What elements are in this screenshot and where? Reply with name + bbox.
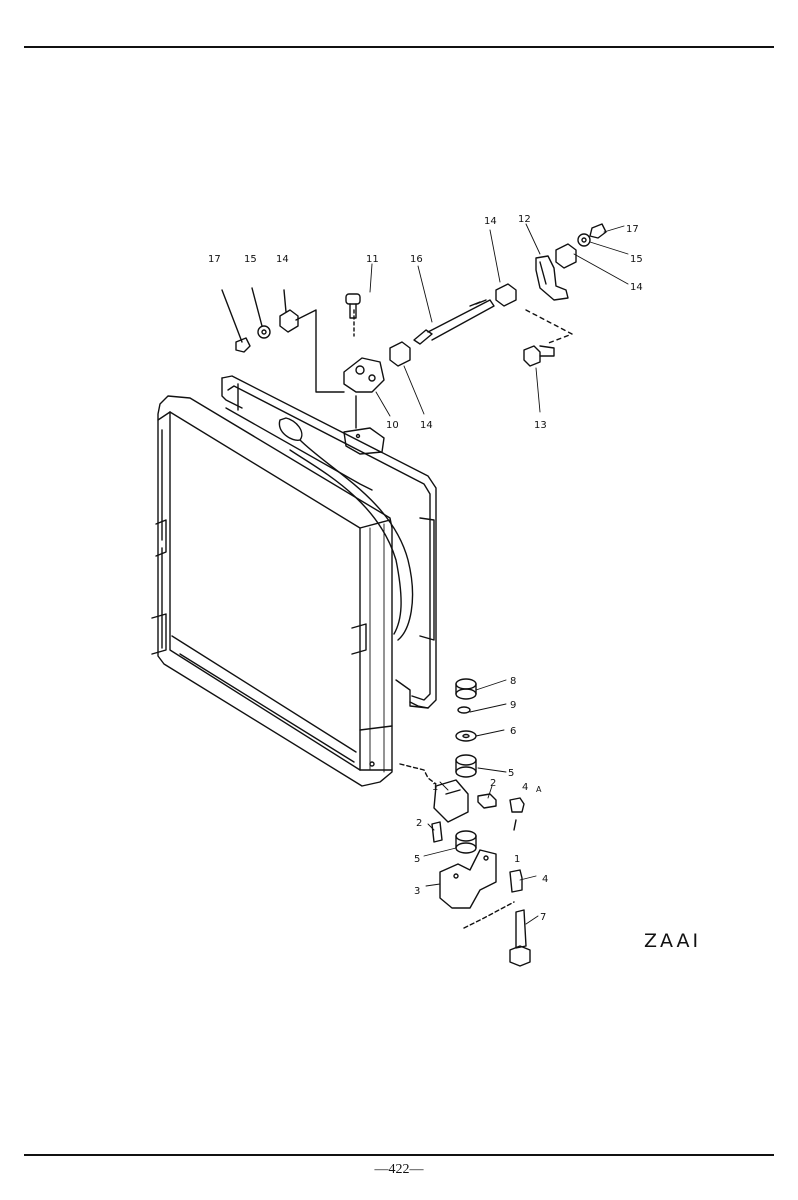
radiator-core bbox=[151, 395, 393, 787]
callout-leaders bbox=[369, 223, 629, 925]
leader-left bbox=[295, 309, 345, 393]
bolt-11 bbox=[345, 293, 361, 319]
callout-17-right: 17 bbox=[626, 224, 639, 235]
collar-14-mid bbox=[389, 283, 517, 367]
callout-labels: 17 15 14 11 16 14 12 17 15 14 10 14 13 8… bbox=[208, 214, 643, 923]
bolt-13 bbox=[523, 345, 555, 367]
left-fastener-group bbox=[221, 287, 299, 353]
callout-14-top: 14 bbox=[484, 216, 497, 227]
callout-14-right: 14 bbox=[630, 282, 643, 293]
callout-6: 6 bbox=[510, 726, 516, 737]
header-rule bbox=[24, 46, 774, 48]
callout-1-lower: 1 bbox=[514, 854, 520, 865]
callout-1-upper: 1 bbox=[432, 782, 438, 793]
callout-5-lower: 5 bbox=[414, 854, 420, 865]
callout-3: 3 bbox=[414, 886, 420, 897]
callout-11: 11 bbox=[366, 254, 379, 265]
bottom-mount-stack bbox=[455, 678, 477, 778]
top-bracket-10 bbox=[343, 309, 385, 455]
callout-2-lower: 2 bbox=[416, 818, 422, 829]
callout-8: 8 bbox=[510, 676, 516, 687]
callout-13: 13 bbox=[534, 420, 547, 431]
callout-7: 7 bbox=[540, 912, 546, 923]
callout-14-mid: 14 bbox=[420, 420, 433, 431]
footer-rule bbox=[24, 1154, 774, 1156]
bolt-7 bbox=[509, 909, 531, 967]
lower-bracket-3 bbox=[439, 819, 523, 929]
callout-12: 12 bbox=[518, 214, 531, 225]
callout-15-left: 15 bbox=[244, 254, 257, 265]
callout-2-upper: 2 bbox=[490, 778, 496, 789]
lower-bracket-1 bbox=[399, 763, 525, 843]
callout-4-lower: 4 bbox=[542, 874, 548, 885]
callout-9: 9 bbox=[510, 700, 516, 711]
radiator-shroud bbox=[221, 375, 437, 709]
right-bracket-12 bbox=[525, 223, 607, 345]
callout-15-right: 15 bbox=[630, 254, 643, 265]
callout-4-upper: 4 bbox=[522, 782, 528, 793]
callout-14-left: 14 bbox=[276, 254, 289, 265]
callout-A: A bbox=[536, 785, 542, 794]
page-number: —422— bbox=[374, 1162, 424, 1177]
callout-10: 10 bbox=[386, 420, 399, 431]
callout-16: 16 bbox=[410, 254, 423, 265]
bolt-16 bbox=[413, 299, 495, 345]
callout-5-upper: 5 bbox=[508, 768, 514, 779]
callout-17-left: 17 bbox=[208, 254, 221, 265]
diagram-code: ZAAI bbox=[644, 930, 702, 952]
